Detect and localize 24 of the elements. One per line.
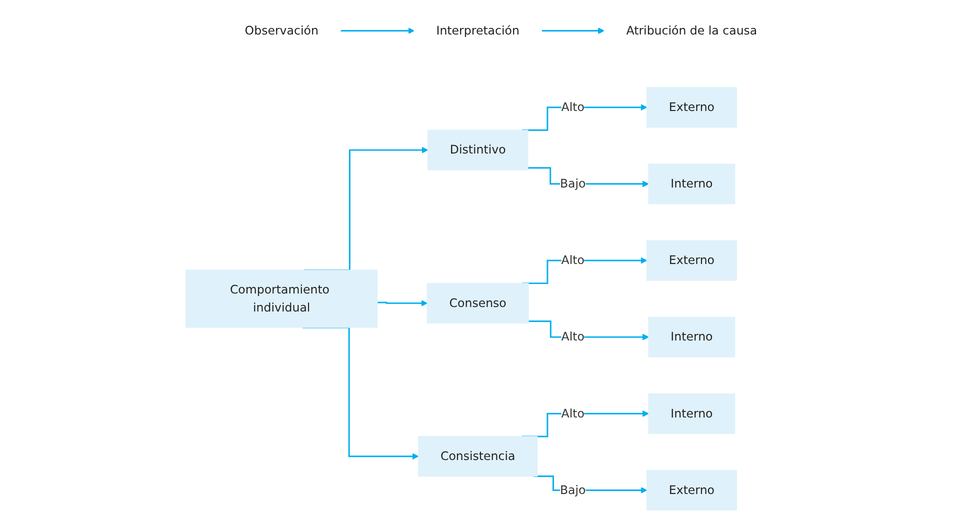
arrow [528, 320, 649, 340]
edge-label: Alto [561, 406, 584, 420]
node-text: Observación [244, 23, 318, 38]
node-box: Interno [648, 393, 736, 434]
node-box: Consenso [426, 282, 529, 324]
edge-label: Bajo [560, 482, 586, 497]
arrow [522, 104, 648, 131]
edge-label: Bajo [560, 176, 586, 191]
edge-label: Alto [561, 100, 584, 114]
node-box: Externo [646, 240, 737, 281]
edge-label: Alto [561, 253, 584, 268]
node-box: Externo [646, 87, 737, 128]
arrow [541, 28, 604, 34]
node-box: Distintivo [427, 130, 528, 170]
node-box: Comportamiento individual [185, 270, 378, 328]
node-box: Interno [648, 316, 736, 358]
arrow [340, 28, 414, 34]
node-box: Externo [646, 470, 737, 510]
node-text: Atribución de la causa [626, 23, 758, 38]
node-box: Interno [648, 164, 736, 204]
arrow [377, 300, 428, 306]
node-box: Consistencia [418, 436, 538, 477]
edge-label: Alto [561, 330, 584, 344]
node-text: Interpretación [436, 23, 520, 38]
